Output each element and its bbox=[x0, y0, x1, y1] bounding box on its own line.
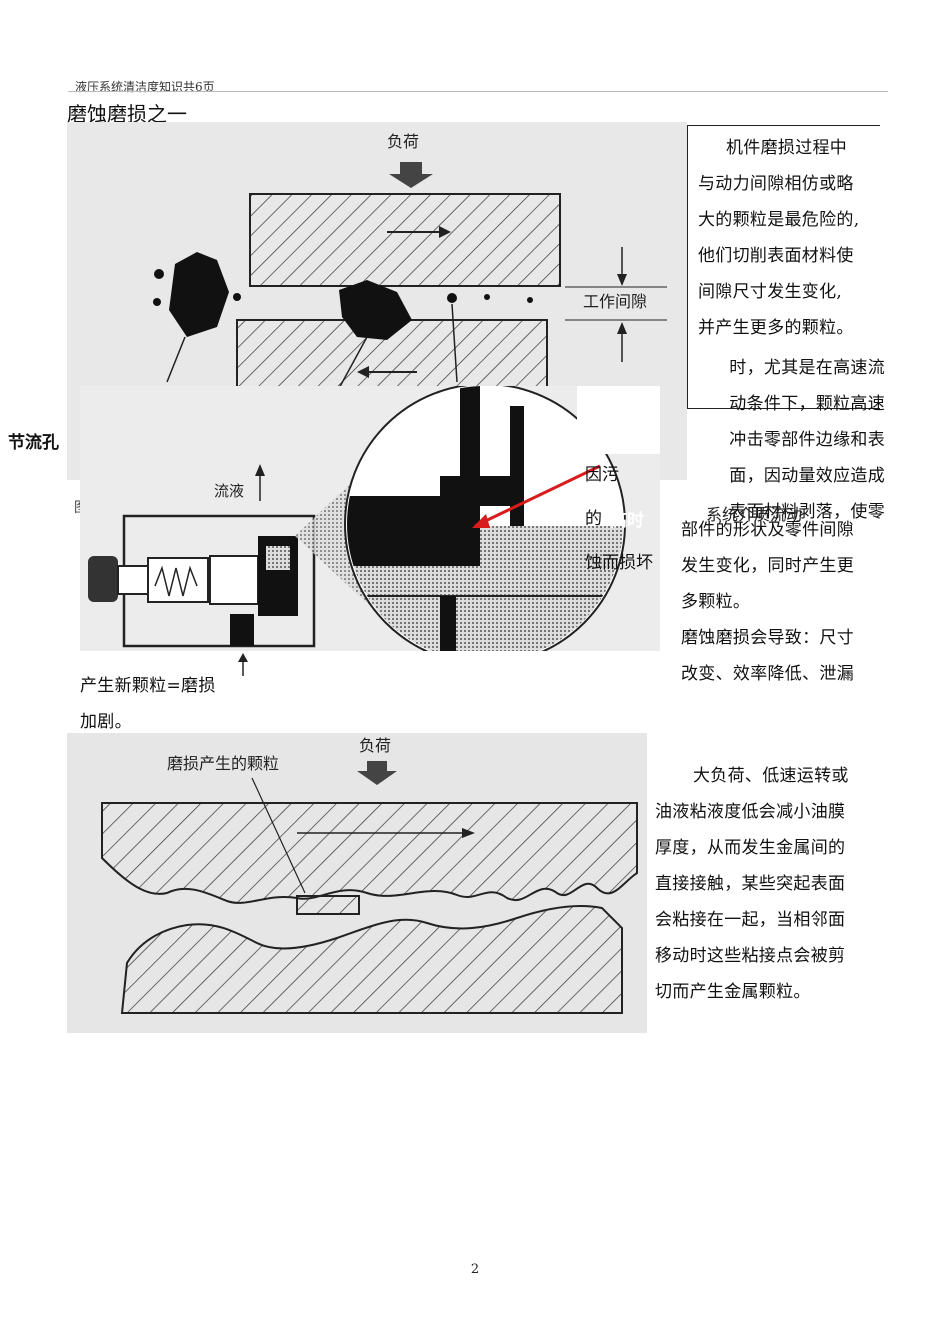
right-line: 表面材料剥落，使零 bbox=[729, 502, 885, 522]
adhesive-line: 厚度，从而发生金属间的 bbox=[655, 838, 846, 858]
flow-label: 流液 bbox=[214, 482, 244, 500]
load-label: 负荷 bbox=[387, 132, 419, 151]
right-line: 时，尤其是在高速流 bbox=[729, 358, 885, 378]
right-line: 发生变化，同时产生更 bbox=[681, 556, 854, 576]
system-flow-label: 系统介质流动 bbox=[706, 505, 803, 524]
adhesive-line: 会粘接在一起，当相邻面 bbox=[655, 910, 846, 930]
sidebar-line: 与动力间隙相仿或略 bbox=[698, 174, 854, 194]
header-rule bbox=[68, 91, 888, 92]
adhesive-line: 油液粘液度低会减小油膜 bbox=[655, 802, 846, 822]
sidebar-line: 机件磨损过程中 bbox=[726, 138, 848, 158]
callout-text-1: 因污 bbox=[585, 465, 619, 485]
adhesive-line: 大负荷、低速运转或 bbox=[693, 766, 849, 786]
callout-text-2: 的 bbox=[585, 509, 602, 529]
bottom-left-text: 产生新颗粒=磨损 加剧。 bbox=[80, 668, 280, 740]
left-fragment-label: 节流孔 bbox=[8, 433, 59, 453]
right-line: 冲击零部件边缘和表 bbox=[729, 430, 885, 450]
sidebar-textbox: 机件磨损过程中 与动力间隙相仿或略 大的颗粒是最危险的, 他们切削表面材料使 间… bbox=[687, 125, 880, 409]
figure-valve-erosion: 流液 bbox=[80, 386, 660, 651]
right-column-text: 时，尤其是在高速流 动条件下，颗粒高速 冲击零部件边缘和表 面，因动量效应造成 … bbox=[680, 350, 885, 530]
right-line: 动条件下，颗粒高速 bbox=[729, 394, 885, 414]
callout-patch bbox=[577, 386, 660, 454]
bottom-left-line: 加剧。 bbox=[80, 712, 132, 732]
adhesive-line: 切而产生金属颗粒。 bbox=[655, 982, 811, 1002]
right-line: 面，因动量效应造成 bbox=[729, 466, 885, 486]
load-label-3: 负荷 bbox=[359, 736, 391, 755]
right-line: 改变、效率降低、泄漏 bbox=[681, 664, 854, 684]
right-line: 多颗粒。 bbox=[681, 592, 751, 612]
arrow-up-icon bbox=[238, 653, 248, 676]
right-column-text-lower: 部件的形状及零件间隙 发生变化，同时产生更 多颗粒。 磨蚀磨损会导致：尺寸 改变… bbox=[681, 512, 886, 692]
adhesive-line: 直接接触，某些突起表面 bbox=[655, 874, 846, 894]
page-header: 液压系统清洁度知识共6页 bbox=[75, 80, 215, 94]
figure-erosion-wear: 负荷 工作间隙 bbox=[67, 122, 687, 480]
adhesive-line: 移动时这些粘接点会被剪 bbox=[655, 946, 846, 966]
sidebar-line: 他们切削表面材料使 bbox=[698, 246, 854, 266]
sidebar-line: 大的颗粒是最危险的, bbox=[698, 210, 860, 230]
right-line: 部件的形状及零件间隙 bbox=[681, 520, 854, 540]
sidebar-line: 并产生更多的颗粒。 bbox=[698, 318, 854, 338]
page-number: 2 bbox=[470, 1262, 480, 1277]
sidebar-line: 间隙尺寸发生变化, bbox=[698, 282, 843, 302]
right-line: 磨蚀磨损会导致：尺寸 bbox=[681, 628, 854, 648]
figure-adhesive-wear: 磨损产生的颗粒 负荷 bbox=[67, 733, 647, 1033]
adhesive-wear-text: 大负荷、低速运转或 油液粘液度低会减小油膜 厚度，从而发生金属间的 直接接触，某… bbox=[655, 758, 880, 1010]
particle-label: 磨损产生的颗粒 bbox=[167, 754, 279, 773]
bottom-left-line: 产生新颗粒=磨损 bbox=[80, 676, 216, 696]
high-speed-label: 高时 bbox=[610, 511, 644, 531]
callout-text-3: 蚀而损坏 bbox=[585, 553, 653, 573]
gap-label: 工作间隙 bbox=[583, 292, 647, 311]
